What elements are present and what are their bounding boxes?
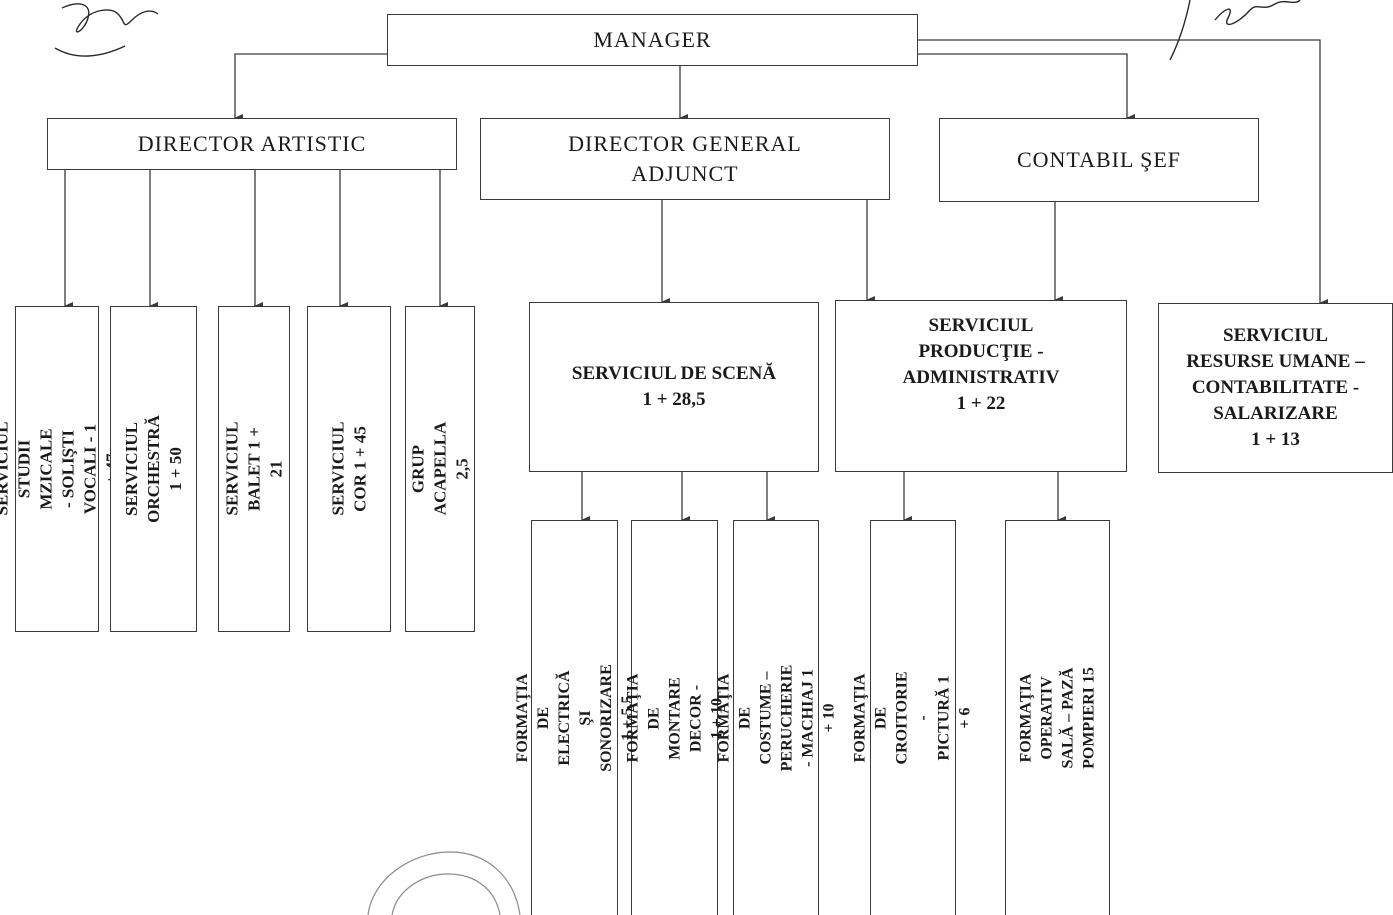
service-balet-label: SERVICIUL BALET 1 + 21 [222, 421, 285, 516]
contabil-sef-box: CONTABIL ŞEF [939, 118, 1259, 202]
formation-electrica-box: FORMAŢIA DE ELECTRICĂ ŞI SONORIZARE 1 + … [514, 520, 636, 915]
manager-label: MANAGER [593, 27, 712, 52]
signature-right [1169, 0, 1301, 61]
service-scena-label: SERVICIUL DE SCENĂ 1 + 28,5 [571, 363, 777, 410]
director-general-adjunct-label: DIRECTOR GENERAL ADJUNCT [568, 131, 802, 186]
contabil-sef-label: CONTABIL ŞEF [1016, 147, 1182, 172]
formation-costume-label: FORMAŢIA DE COSTUME – PERUCHERIE - MACHI… [715, 664, 837, 772]
arrow-manager-contabil-sef [918, 53, 1135, 122]
service-cor-label: SERVICIUL COR 1 + 45 [328, 421, 369, 516]
manager-box: MANAGER [387, 14, 918, 66]
service-resurse-umane-box: SERVICIUL RESURSE UMANE – CONTABILITATE … [1158, 303, 1393, 473]
formation-operativ-sala-box: FORMAŢIA OPERATIV SALĂ – PAZĂ POMPIERI 1… [1005, 520, 1110, 915]
service-resurse-umane-label: SERVICIUL RESURSE UMANE – CONTABILITATE … [1186, 325, 1365, 450]
arrow-manager-director-artistic [234, 53, 387, 122]
director-general-adjunct-box: DIRECTOR GENERAL ADJUNCT [480, 118, 890, 200]
formation-electrica-label: FORMAŢIA DE ELECTRICĂ ŞI SONORIZARE 1 + … [513, 664, 636, 772]
service-studii-muzicale-label: SERVICIUL STUDII MZICALE - SOLIŞTI VOCAL… [0, 421, 121, 516]
service-acapella-label: GRUP ACAPELLA 2,5 [408, 421, 471, 516]
service-balet-box: SERVICIUL BALET 1 + 21 [218, 306, 290, 632]
arrow-manager-resurse-umane [918, 39, 1328, 307]
formation-croitorie-box: FORMAŢIA DE CROITORIE - PICTURĂ 1 + 6 [852, 520, 974, 915]
service-orchestra-box: SERVICIUL ORCHESTRĂ 1 + 50 [110, 306, 197, 632]
service-productie-label: SERVICIUL PRODUCŢIE - ADMINISTRATIV 1 + … [902, 315, 1060, 414]
formation-montare-decor-label: FORMAŢIA DE MONTARE DECOR - 1 + 10 [624, 673, 725, 762]
director-artistic-label: DIRECTOR ARTISTIC [137, 131, 367, 156]
service-cor-box: SERVICIUL COR 1 + 45 [307, 306, 391, 632]
service-orchestra-label: SERVICIUL ORCHESTRĂ 1 + 50 [121, 415, 185, 523]
formation-costume-box: FORMAŢIA DE COSTUME – PERUCHERIE - MACHI… [715, 520, 837, 915]
service-studii-muzicale-box: SERVICIUL STUDII MZICALE - SOLIŞTI VOCAL… [0, 306, 121, 632]
director-artistic-box: DIRECTOR ARTISTIC [47, 118, 457, 170]
formation-operativ-sala-label: FORMAŢIA OPERATIV SALĂ – PAZĂ POMPIERI 1… [1017, 667, 1098, 769]
stamp-seal [367, 851, 521, 915]
service-scena-box: SERVICIUL DE SCENĂ 1 + 28,5 [529, 302, 819, 472]
formation-croitorie-label: FORMAŢIA DE CROITORIE - PICTURĂ 1 + 6 [852, 671, 974, 765]
service-productie-box: SERVICIUL PRODUCŢIE - ADMINISTRATIV 1 + … [835, 300, 1127, 472]
formation-montare-decor-box: FORMAŢIA DE MONTARE DECOR - 1 + 10 [624, 520, 725, 915]
signature-left [54, 3, 159, 57]
service-acapella-box: GRUP ACAPELLA 2,5 [405, 306, 475, 632]
